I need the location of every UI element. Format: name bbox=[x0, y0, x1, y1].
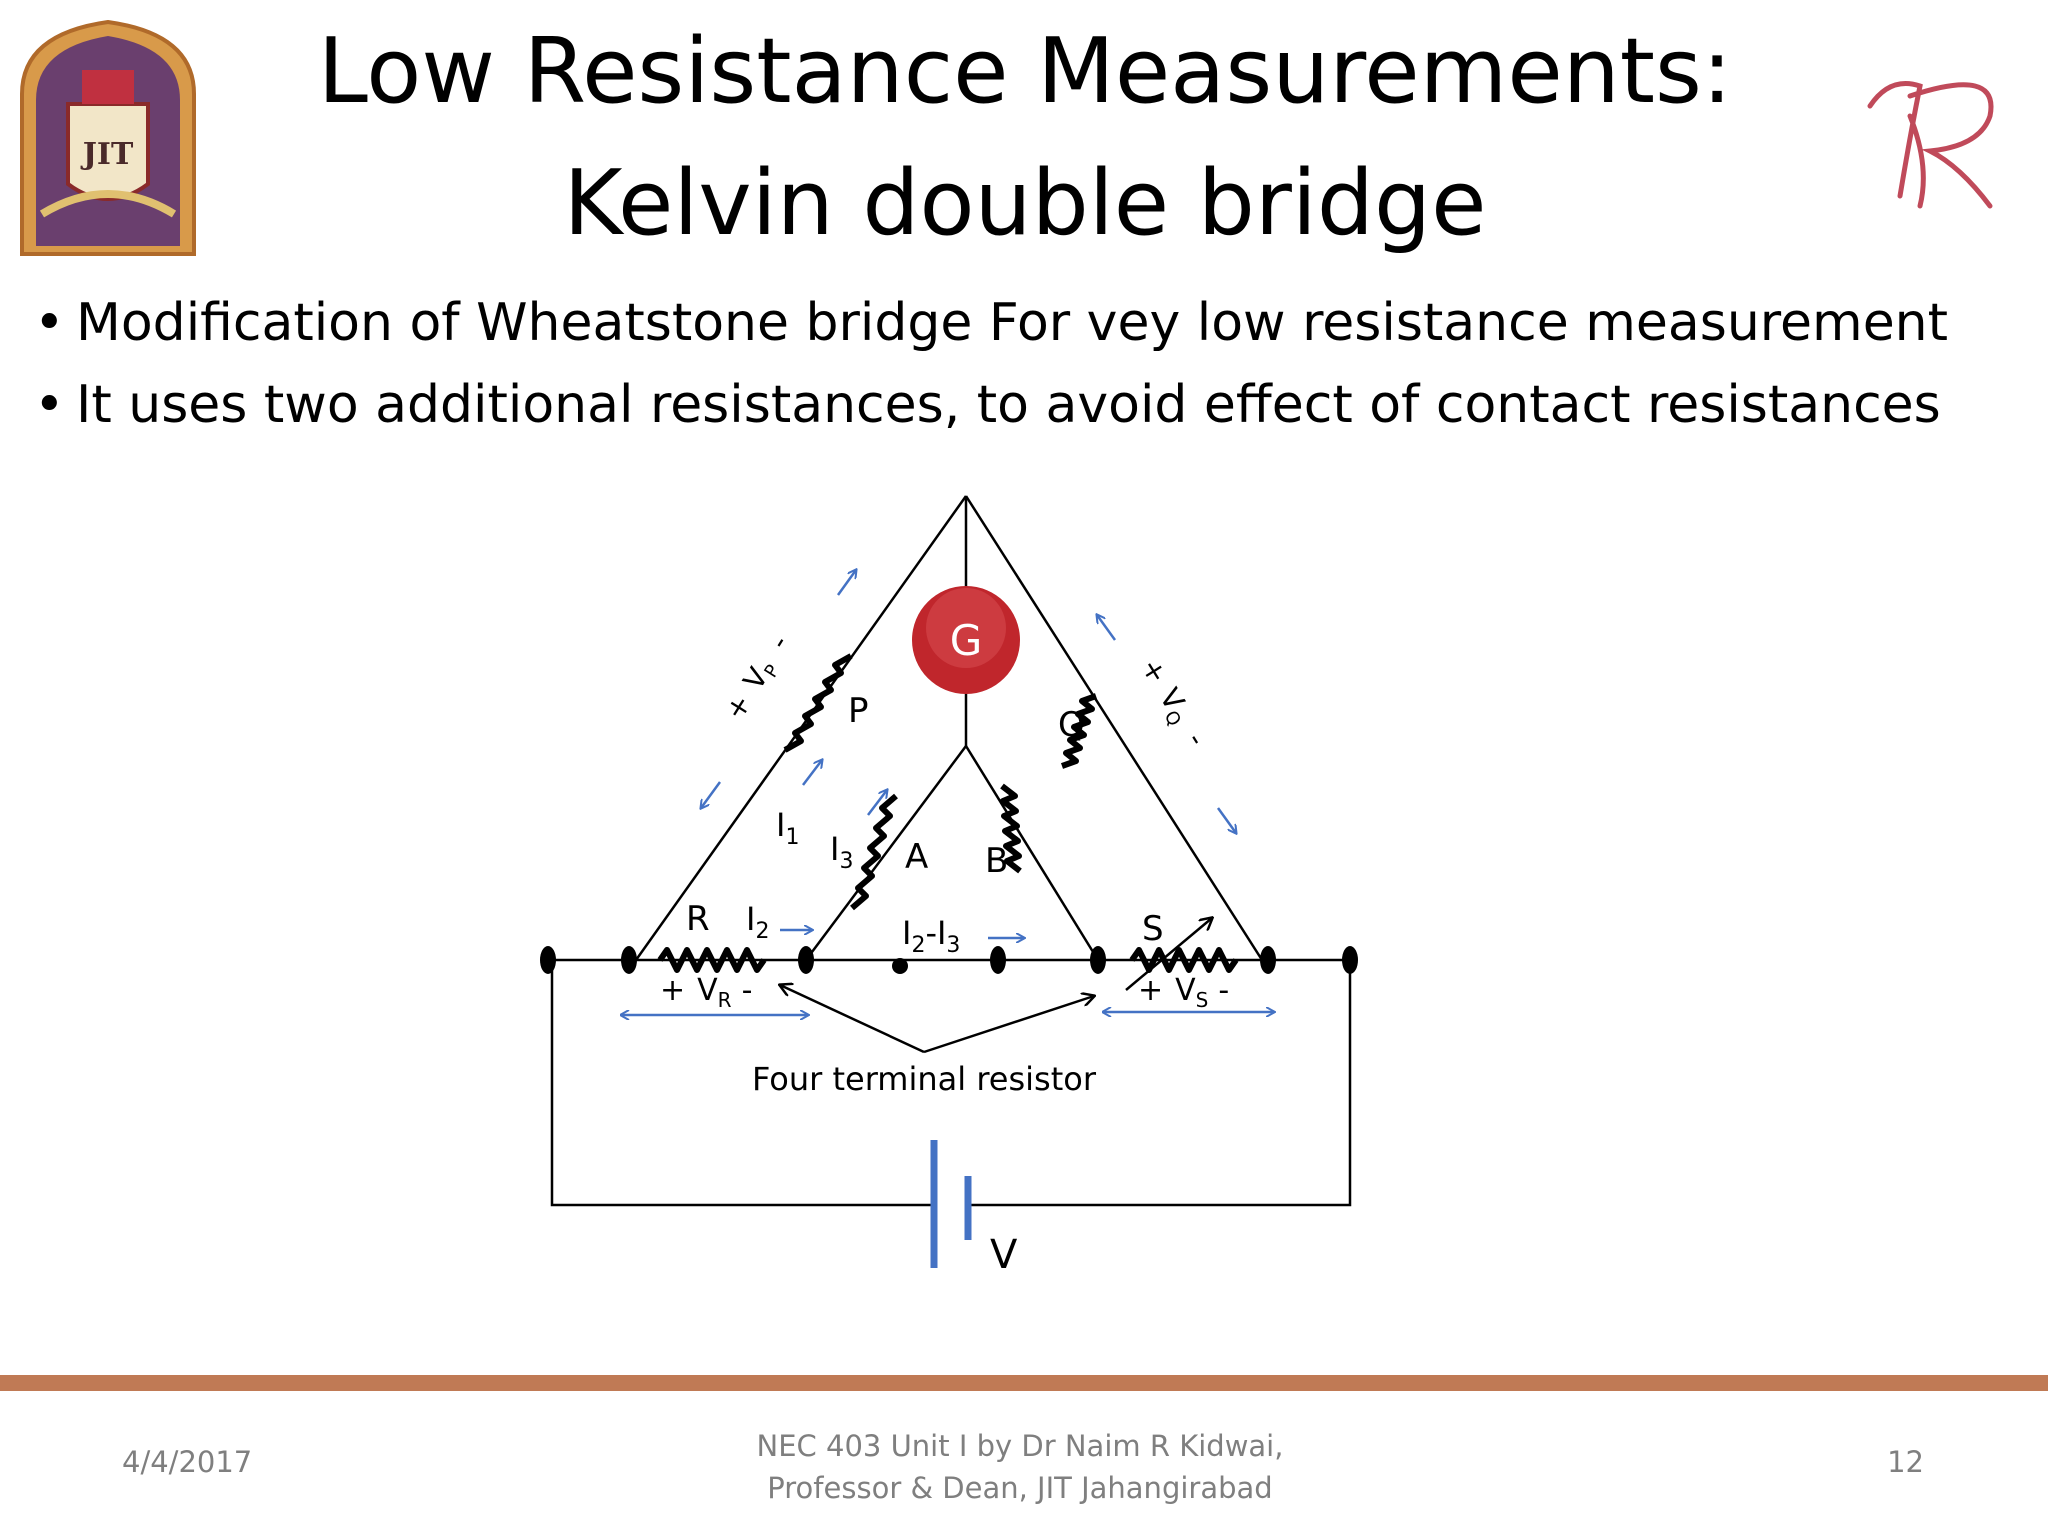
terminal-dots bbox=[540, 946, 1358, 974]
label-vq: +VQ- bbox=[1131, 652, 1214, 754]
label-i2: I2 bbox=[746, 900, 769, 944]
label-s: S bbox=[1142, 909, 1164, 949]
resistor-s bbox=[1129, 947, 1239, 973]
footer-divider bbox=[0, 1375, 2048, 1391]
resistor-b bbox=[1000, 783, 1022, 874]
page-number: 12 bbox=[1887, 1445, 1924, 1479]
label-i3: I3 bbox=[830, 830, 853, 874]
label-p: P bbox=[848, 691, 869, 731]
variable-arrow-icon bbox=[1125, 918, 1212, 991]
label-b: B bbox=[985, 841, 1008, 881]
battery-icon bbox=[930, 1140, 972, 1268]
galvanometer-label: G bbox=[950, 616, 983, 665]
current-arrows bbox=[622, 570, 1274, 1015]
label-vr: +VR- bbox=[660, 973, 752, 1012]
bullet-dot-icon: • bbox=[34, 375, 65, 435]
label-r: R bbox=[686, 899, 710, 939]
slide-title: Low Resistance Measurements: Kelvin doub… bbox=[220, 6, 1830, 270]
label-q: Q bbox=[1058, 705, 1085, 745]
label-a: A bbox=[905, 837, 928, 877]
label-vp: +VP- bbox=[718, 629, 799, 728]
label-vs: +VS- bbox=[1138, 973, 1229, 1012]
institute-logo: JIT bbox=[20, 19, 196, 256]
resistor-a bbox=[850, 793, 898, 911]
bullet-item: •It uses two additional resistances, to … bbox=[34, 364, 2024, 446]
footer-date: 4/4/2017 bbox=[122, 1445, 253, 1479]
resistor-r bbox=[657, 947, 767, 973]
pointer-lines bbox=[780, 985, 1094, 1054]
label-v: V bbox=[990, 1232, 1018, 1278]
label-i1: I1 bbox=[776, 806, 799, 850]
signature-logo bbox=[1867, 81, 1994, 209]
kelvin-bridge-diagram: G P Q A B R S V I1 I3 I2 I2-I3 bbox=[540, 495, 1358, 1278]
label-i2-i3: I2-I3 bbox=[902, 914, 960, 958]
bullet-item: •Modification of Wheatstone bridge For v… bbox=[34, 282, 2024, 364]
resistor-q bbox=[1060, 693, 1098, 769]
galvanometer: G bbox=[912, 586, 1020, 694]
logo-text: JIT bbox=[80, 137, 134, 172]
bullet-list: •Modification of Wheatstone bridge For v… bbox=[34, 282, 2024, 446]
label-four-terminal: Four terminal resistor bbox=[752, 1060, 1097, 1098]
footer-author: NEC 403 Unit I by Dr Naim R Kidwai, Prof… bbox=[756, 1429, 1284, 1505]
bullet-dot-icon: • bbox=[34, 293, 65, 353]
resistor-p bbox=[783, 653, 853, 753]
title-line-1: Low Resistance Measurements: bbox=[317, 19, 1733, 124]
title-line-2: Kelvin double bridge bbox=[563, 151, 1487, 256]
